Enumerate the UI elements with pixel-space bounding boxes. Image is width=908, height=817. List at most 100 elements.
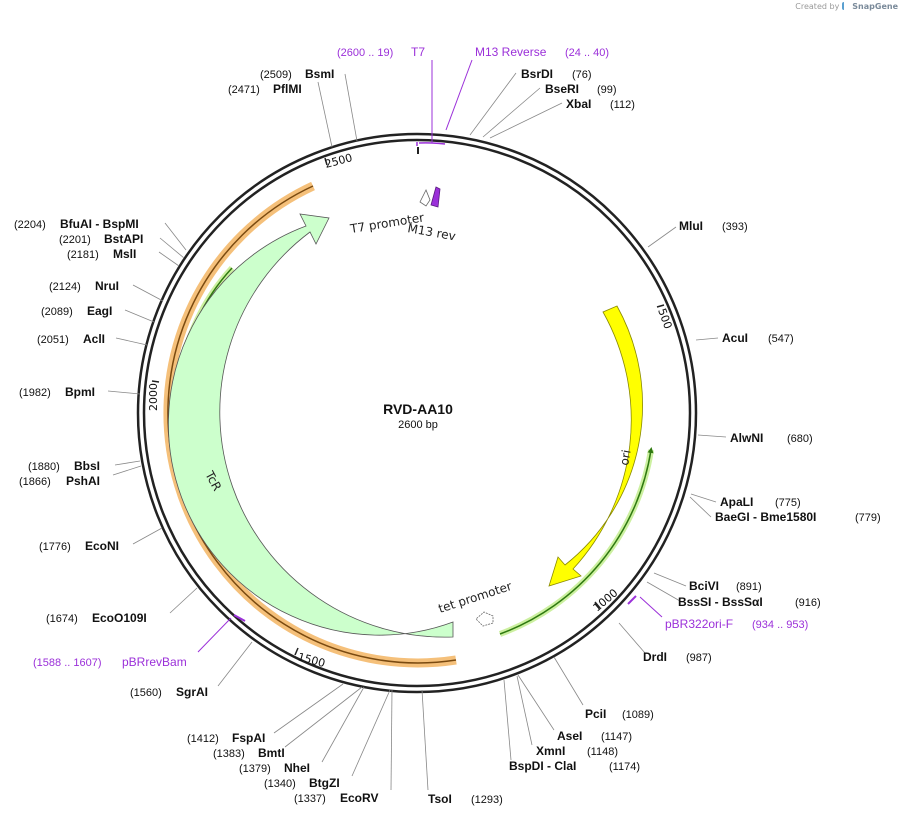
enzyme-label-bpmi: BpmI	[65, 385, 95, 399]
enzyme-label-bspdi: BspDI - ClaI	[509, 759, 576, 773]
primer-label-pbrrevbam: pBRrevBam	[122, 655, 187, 669]
enzyme-label-ecoo109i: EcoO109I	[92, 611, 147, 625]
enzyme-label-ecorv: EcoRV	[340, 791, 378, 805]
enzyme-label-bstapi: BstAPI	[104, 232, 143, 246]
enzyme-label-fspai: FspAI	[232, 731, 265, 745]
enzyme-pos-xbai: (112)	[610, 99, 635, 111]
enzyme-pos-pflmi: (2471)	[228, 84, 260, 96]
tet-promoter-feature	[475, 611, 494, 627]
enzyme-label-sgrai: SgrAI	[176, 685, 208, 699]
enzyme-pos-baegi: (779)	[855, 512, 881, 524]
snapgene-logo-icon	[842, 2, 850, 10]
enzyme-label-alwni: AlwNI	[730, 431, 763, 445]
plasmid-name: RVD-AA10	[383, 401, 453, 417]
enzyme-label-acui: AcuI	[722, 331, 748, 345]
enzyme-label-bsrdi: BsrDI	[521, 67, 553, 81]
t7-promoter-feature	[419, 189, 431, 207]
enzyme-pos-nhei: (1379)	[239, 763, 271, 775]
enzyme-label-mlui: MluI	[679, 219, 703, 233]
enzyme-pos-bsrdi: (76)	[572, 69, 592, 81]
enzyme-label-baegi: BaeGI - Bme1580I	[715, 510, 816, 524]
enzyme-pos-acli: (2051)	[37, 334, 69, 346]
primer-range-pbrrevbam: (1588 .. 1607)	[33, 657, 102, 669]
enzyme-pos-alwni: (680)	[787, 433, 813, 445]
feature-label-m13-rev: M13 rev	[406, 221, 456, 243]
enzyme-pos-bsmi: (2509)	[260, 69, 292, 81]
plasmid-size: 2600 bp	[398, 419, 438, 431]
enzyme-pos-fspai: (1412)	[187, 733, 219, 745]
enzyme-label-bsssi: BssSI - BssSαI	[678, 595, 763, 609]
enzyme-pos-nrui: (2124)	[49, 281, 81, 293]
tcr-feature	[167, 213, 454, 638]
primer-leader-lines	[197, 59, 663, 653]
enzyme-pos-btgzi: (1340)	[264, 778, 296, 790]
backbone	[136, 132, 698, 694]
enzyme-pos-sgrai: (1560)	[130, 687, 162, 699]
enzyme-pos-ecorv: (1337)	[294, 793, 326, 805]
enzyme-pos-ecoo109i: (1674)	[46, 613, 78, 625]
enzyme-pos-pshai: (1866)	[19, 476, 51, 488]
tick-marks	[151, 157, 665, 656]
enzyme-pos-tsoi: (1293)	[471, 794, 503, 806]
feature-label-ori: ori	[617, 449, 633, 467]
primer-range-m13-reverse: (24 .. 40)	[565, 47, 609, 59]
enzyme-label-apali: ApaLI	[720, 495, 753, 509]
enzyme-pos-bsssi: (916)	[795, 597, 821, 609]
snapgene-credit: Created by SnapGene	[795, 2, 898, 11]
primer-marks	[233, 142, 637, 622]
primer-range-pbr322ori-f: (934 .. 953)	[752, 619, 808, 631]
enzyme-label-bfuai: BfuAI - BspMI	[60, 217, 139, 231]
enzyme-pos-econi: (1776)	[39, 541, 71, 553]
primer-label-m13-reverse: M13 Reverse	[475, 45, 547, 59]
enzyme-label-bmti: BmtI	[258, 746, 285, 760]
credit-brand: SnapGene	[852, 2, 898, 11]
enzyme-label-acli: AclI	[83, 332, 105, 346]
enzyme-pos-mlui: (393)	[722, 221, 748, 233]
enzyme-pos-bspdi: (1174)	[609, 761, 640, 773]
tick-label-500: 500	[655, 307, 674, 331]
leader-lines	[107, 72, 727, 791]
enzyme-label-bseri: BseRI	[545, 82, 579, 96]
credit-prefix: Created by	[795, 2, 840, 11]
enzyme-pos-bseri: (99)	[597, 84, 617, 96]
tick-label-2000: 2000	[147, 383, 160, 411]
primer-label-t7: T7	[411, 45, 425, 59]
enzyme-label-msli: MslI	[113, 247, 136, 261]
enzyme-label-xmni: XmnI	[536, 744, 565, 758]
enzyme-label-btgzi: BtgZI	[309, 776, 340, 790]
enzyme-pos-asei: (1147)	[601, 731, 632, 743]
enzyme-label-econi: EcoNI	[85, 539, 119, 553]
primer-label-pbr322ori-f: pBR322ori-F	[665, 617, 733, 631]
enzyme-pos-apali: (775)	[775, 497, 801, 509]
enzyme-label-pflmi: PflMI	[273, 82, 302, 96]
ori-orf-line	[499, 447, 654, 635]
enzyme-pos-bmti: (1383)	[213, 748, 245, 760]
ori-feature	[548, 305, 643, 587]
enzyme-label-nrui: NruI	[95, 279, 119, 293]
enzyme-label-bsmi: BsmI	[305, 67, 334, 81]
enzyme-pos-eagi: (2089)	[41, 306, 73, 318]
enzyme-pos-acui: (547)	[768, 333, 794, 345]
enzyme-pos-msli: (2181)	[67, 249, 99, 261]
enzyme-label-nhei: NheI	[284, 761, 310, 775]
enzyme-label-eagi: EagI	[87, 304, 112, 318]
m13-rev-feature	[430, 186, 441, 208]
enzyme-pos-pcii: (1089)	[622, 709, 654, 721]
enzyme-label-drdi: DrdI	[643, 650, 667, 664]
enzyme-label-asei: AseI	[557, 729, 582, 743]
enzyme-pos-bpmi: (1982)	[19, 387, 51, 399]
enzyme-label-pshai: PshAI	[66, 474, 100, 488]
enzyme-pos-bfuai: (2204)	[14, 219, 46, 231]
primer-range-t7: (2600 .. 19)	[337, 47, 393, 59]
enzyme-label-bcivi: BciVI	[689, 579, 719, 593]
enzyme-pos-bbsi: (1880)	[28, 461, 60, 473]
enzyme-label-pcii: PciI	[585, 707, 606, 721]
enzyme-label-tsoi: TsoI	[428, 792, 452, 806]
enzyme-label-bbsi: BbsI	[74, 459, 100, 473]
enzyme-pos-bstapi: (2201)	[59, 234, 91, 246]
feature-label-tet-promoter: tet promoter	[437, 579, 514, 616]
enzyme-pos-xmni: (1148)	[587, 746, 618, 758]
enzyme-label-xbai: XbaI	[566, 97, 591, 111]
enzyme-pos-bcivi: (891)	[736, 581, 762, 593]
